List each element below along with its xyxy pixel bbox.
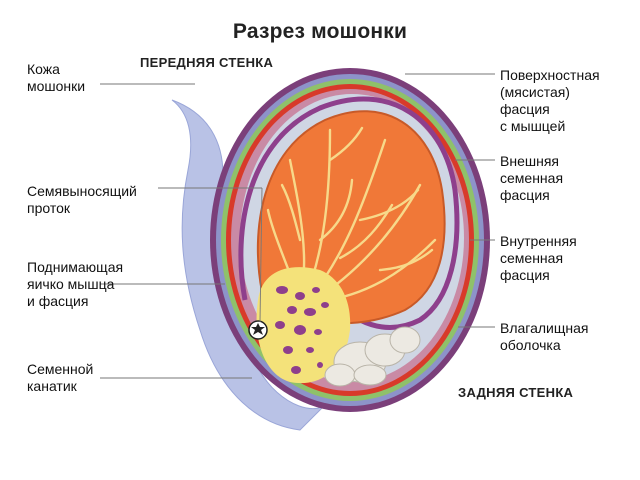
superficial-fascia-label: Поверхностная (мясистая) фасция с мышцей: [500, 67, 600, 134]
spermatic-cord-vessels: [275, 286, 329, 374]
diagram-title: Разрез мошонки: [232, 20, 408, 43]
tunica-vaginalis: [238, 96, 460, 330]
vas-deferens-label: Семявыносящий проток: [27, 183, 137, 216]
external-spermatic-fascia-label: Внешняя семенная фасция: [500, 153, 564, 203]
vas-deferens: [248, 320, 268, 340]
tunica-vaginalis-label: Влагалищная оболочка: [500, 320, 589, 353]
cremaster-muscle-label: Поднимающая яичко мышца и фасция: [27, 259, 124, 309]
internal-spermatic-fascia-label: Внутренняя семенная фасция: [500, 233, 577, 283]
mediastinum-testis: [256, 267, 351, 384]
epididymis: [324, 326, 421, 387]
scrotal-skin-label: Кожа мошонки: [27, 61, 86, 94]
spermatic-cord-label: Семенной канатик: [27, 361, 94, 394]
posterior-wall-label: ЗАДНЯЯ СТЕНКА: [458, 385, 574, 400]
leader-lines: [100, 73, 495, 379]
anterior-wall-label: ПЕРЕДНЯЯ СТЕНКА: [140, 55, 274, 70]
